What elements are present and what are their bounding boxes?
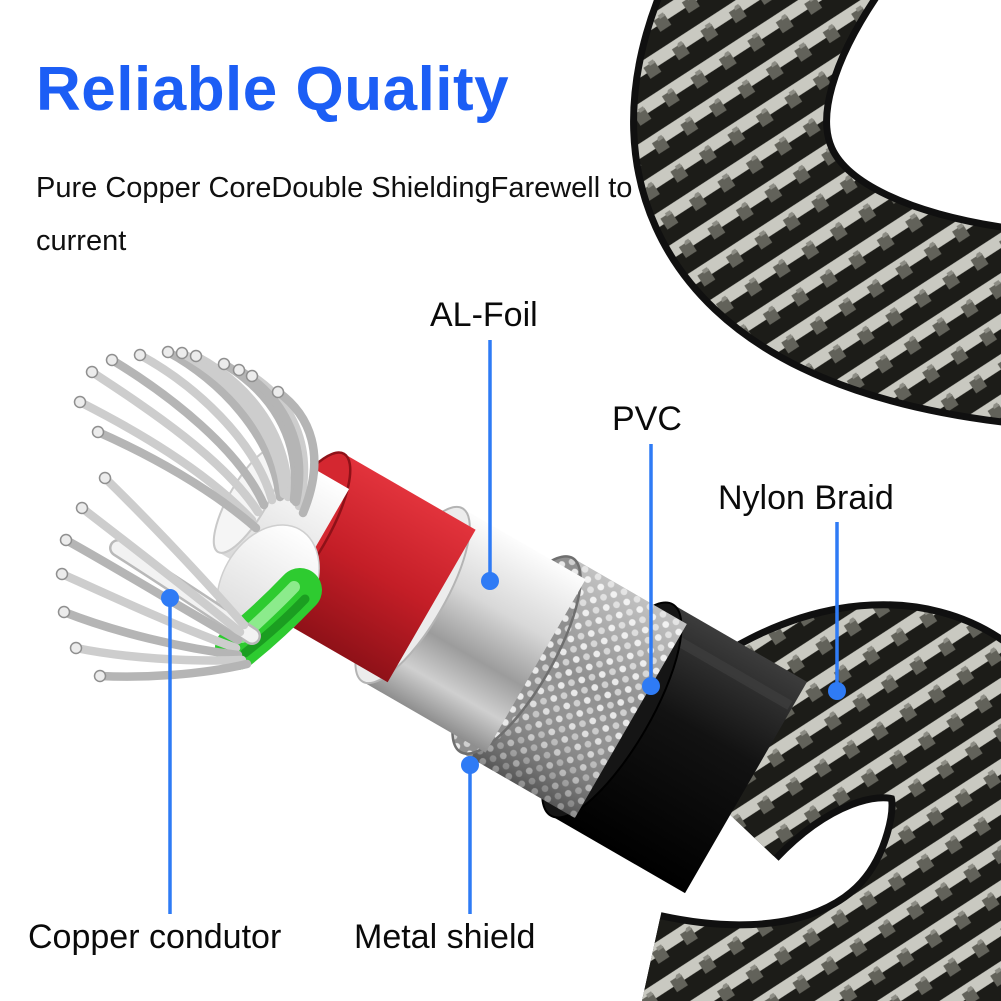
callout-al-foil — [481, 340, 499, 590]
callout-pvc — [642, 444, 660, 695]
metal-shield-anchor-dot — [461, 756, 479, 774]
al-foil-anchor-dot — [481, 572, 499, 590]
copper-conductor-anchor-dot — [161, 589, 179, 607]
page-title: Reliable Quality — [36, 55, 510, 124]
pvc-anchor-dot — [642, 677, 660, 695]
al-foil-label: AL-Foil — [430, 296, 538, 334]
nylon-braid-cable-bottom — [633, 601, 1001, 1001]
subtitle-text: Pure Copper CoreDouble ShieldingFarewell… — [36, 172, 633, 257]
copper-strands-upper — [73, 345, 319, 533]
pvc-label: PVC — [612, 400, 682, 438]
nylon-braid-cable-top — [630, 0, 1001, 426]
copper-strands-lower — [55, 471, 252, 683]
metal-shield-label: Metal shield — [354, 918, 536, 956]
copper-conductor-label: Copper condutor — [28, 918, 282, 956]
callout-nylon-braid — [828, 522, 846, 700]
nylon-braid-label: Nylon Braid — [718, 479, 894, 517]
callout-metal-shield — [461, 756, 479, 914]
nylon-braid-anchor-dot — [828, 682, 846, 700]
callout-copper-conductor — [161, 589, 179, 914]
